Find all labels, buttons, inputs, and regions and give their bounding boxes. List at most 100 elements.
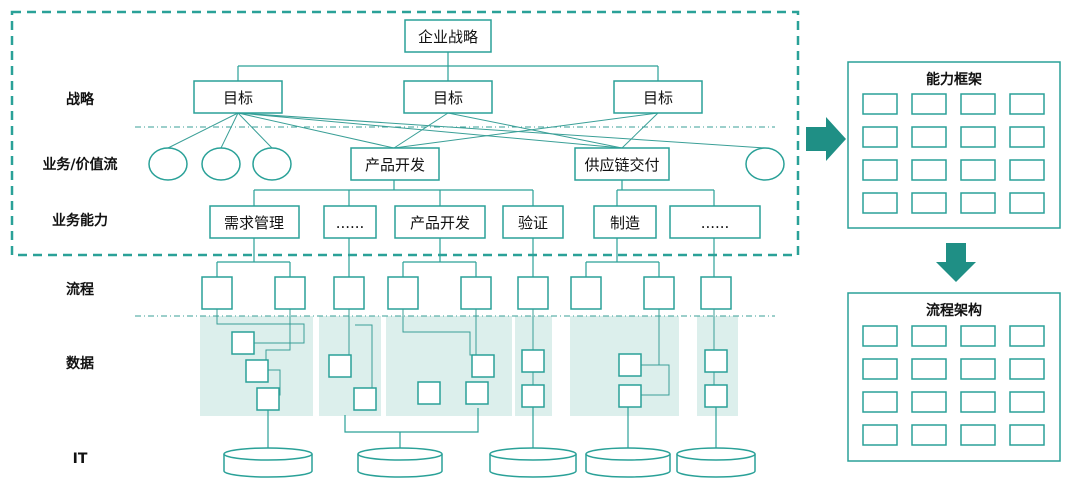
connector [237,52,659,81]
row-label-data: 数据 [66,355,94,372]
grid-cell [960,424,996,446]
grid-cell [862,424,898,446]
grid-cell [960,391,996,413]
grid-cell [960,192,996,214]
value-stream-ellipse [148,147,188,181]
row-label-strategy: 战略 [66,91,95,108]
process-architecture-panel: 流程架构 [847,292,1061,462]
data-node [328,354,352,378]
database-icon [489,447,577,478]
capability-label: ...... [336,214,365,232]
capability-framework-title: 能力框架 [926,71,982,88]
connectors-goals [167,112,766,149]
capability-framework-panel: 能力框架 [847,61,1061,229]
grid-cell [960,358,996,380]
grid-cell [960,159,996,181]
row-label-it: IT [73,451,88,467]
process-grid [862,325,1045,446]
process-node [460,276,492,310]
capability-label: 制造 [610,214,640,232]
connectors-strategy [237,52,659,81]
value-stream-ellipses [148,147,785,181]
enterprise-boundary [10,10,800,257]
data-node [521,384,545,408]
grid-cell [862,325,898,347]
grid-cell [911,325,947,347]
capability-label: 验证 [518,214,548,232]
grid-cell [911,93,947,115]
grid-cell [1009,358,1045,380]
grid-cell [862,391,898,413]
grid-cell [1009,93,1045,115]
grid-cell [911,192,947,214]
process-node [333,276,365,310]
goal-label: 目标 [643,89,673,107]
grid-cell [1009,424,1045,446]
connector [402,238,477,277]
data-nodes [231,331,728,411]
grid-cell [911,424,947,446]
grid-cell [911,126,947,148]
row-label-capability: 业务能力 [52,212,108,229]
capability-node: 制造 [593,205,657,239]
process-node [517,276,549,310]
grid-cell [911,358,947,380]
data-node [618,353,642,377]
row-label-process: 流程 [66,281,94,298]
capability-node: 验证 [502,205,564,239]
arrow-down-icon [936,243,976,282]
grid-cell [862,93,898,115]
goal-node: 目标 [193,80,283,114]
database-icon [357,447,443,478]
connector [253,180,534,206]
row-labels: 战略 业务/价值流 业务能力 流程 数据 IT [42,91,117,467]
process-node [387,276,419,310]
row-label-value-stream: 业务/价值流 [42,156,117,173]
process-node [700,276,732,310]
capability-label: ...... [701,214,730,232]
grid-cell [862,358,898,380]
capability-node: ...... [323,205,377,239]
process-node [201,276,233,310]
process-node [274,276,306,310]
process-architecture-title: 流程架构 [926,302,982,319]
grid-cell [960,325,996,347]
grid-cell [911,159,947,181]
capability-label: 产品开发 [410,214,470,232]
connectors-capabilities [253,180,715,206]
goal-node: 目标 [403,80,493,114]
strategy-label: 企业战略 [418,28,478,46]
data-node [245,359,269,383]
value-stream-ellipse [201,147,241,181]
connector [641,309,670,396]
capability-grid [862,93,1045,214]
data-node [471,354,495,378]
process-node [570,276,602,310]
connector [585,238,660,277]
strategy-node: 企业战略 [404,19,492,53]
data-node [704,349,728,373]
grid-cell [862,126,898,148]
grid-cell [1009,391,1045,413]
connector [216,238,291,277]
grid-cell [1009,325,1045,347]
connector [167,112,766,149]
goal-label: 目标 [433,89,463,107]
database-icon [585,447,671,478]
grid-cell [960,126,996,148]
database-icon [223,447,313,478]
capability-node: ...... [669,205,761,239]
value-stream-node: 产品开发 [350,147,440,181]
capability-node: 产品开发 [394,205,486,239]
grid-cell [862,159,898,181]
data-node [618,384,642,408]
grid-cell [1009,192,1045,214]
connector [393,112,659,149]
grid-cell [1009,126,1045,148]
value-stream-label: 供应链交付 [584,156,659,174]
data-node [704,384,728,408]
goal-node: 目标 [613,80,703,114]
value-stream-node: 供应链交付 [574,147,670,181]
data-node [521,349,545,373]
